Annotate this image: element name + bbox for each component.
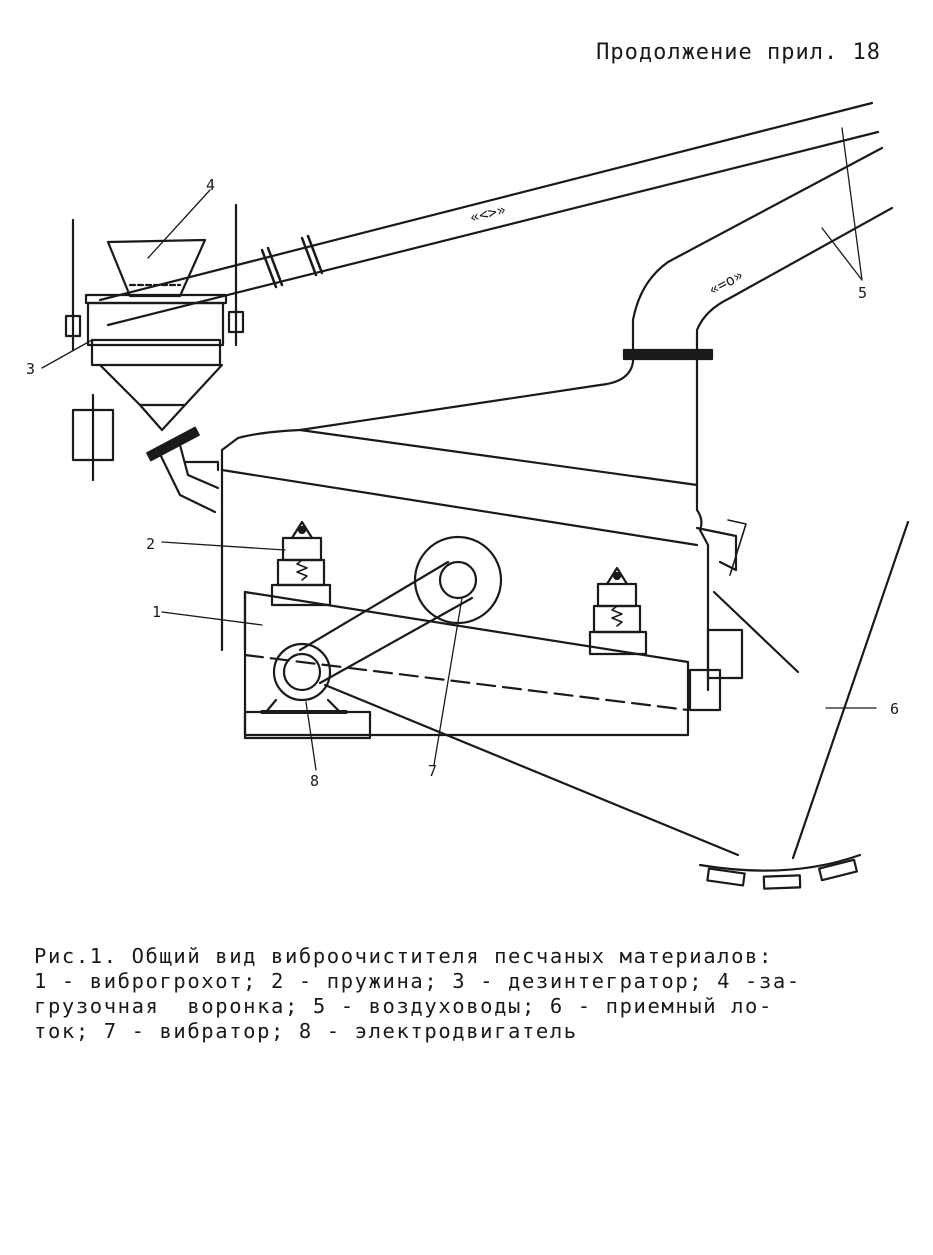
svg-text:«=o»: «=o» (706, 266, 746, 299)
callout-8: 8 (310, 772, 319, 790)
vibro-cleaner-drawing: «<>» «=o» (26, 101, 910, 890)
callout-2: 2 (146, 535, 155, 553)
callout-5: 5 (858, 284, 867, 302)
figure-caption: Рис.1. Общий вид виброочистителя песчаны… (34, 944, 894, 1044)
air-duct-lower: «=o» (622, 146, 894, 364)
electric-motor (260, 642, 348, 714)
receiving-tray (323, 520, 910, 890)
caption-line: Рис.1. Общий вид виброочистителя песчаны… (34, 944, 773, 968)
vibrator (298, 535, 503, 685)
callout-7: 7 (428, 762, 437, 780)
duct-flange (622, 348, 714, 361)
spring-left (270, 520, 332, 607)
callout-1: 1 (152, 603, 161, 621)
callout-6: 6 (890, 700, 899, 718)
caption-line: 1 - виброгрохот; 2 - пружина; 3 - дезинт… (34, 969, 801, 993)
air-duct-upper: «<>» (98, 101, 880, 327)
caption-line: ток; 7 - вибратор; 8 - электродвигатель (34, 1019, 578, 1043)
callout-leaders (41, 127, 877, 771)
disintegrator (64, 203, 245, 514)
page-header: Продолжение прил. 18 (596, 40, 881, 65)
duct-coupling (260, 234, 324, 289)
callout-3: 3 (26, 360, 35, 378)
spring-right (588, 566, 648, 656)
housing (220, 360, 800, 712)
callout-4: 4 (206, 176, 215, 194)
loading-hopper (106, 238, 207, 298)
caption-line: грузочная воронка; 5 - воздуховоды; 6 - … (34, 994, 773, 1018)
